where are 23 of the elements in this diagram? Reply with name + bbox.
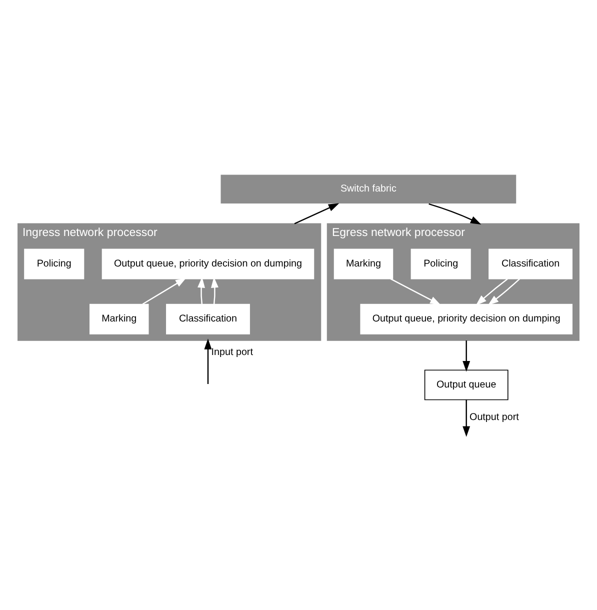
arrow [294,203,340,224]
arrow [476,278,508,306]
node-box: Output queue, priority decision on dumping [360,304,572,334]
arrow [462,400,470,437]
node-box: Classification [488,248,572,280]
node-box: Marking [334,248,394,280]
arrow [198,276,205,304]
edge-label: Output port [470,412,519,423]
arrow [488,278,520,306]
node-box: Output queue [424,370,508,400]
edge-label: Input port [211,346,253,358]
arrow [142,278,186,305]
node-box: Marking [90,304,149,334]
arrow [204,338,212,384]
node-box: Policing [24,248,84,280]
arrow [462,340,470,372]
arrow [210,276,218,304]
node-box: Policing [410,248,471,280]
arrow [390,278,441,305]
node-box: Classification [166,304,250,334]
node-box: Output queue, priority decision on dumping [102,248,314,280]
node-box: Switch fabric [220,174,517,204]
arrow [428,203,482,224]
